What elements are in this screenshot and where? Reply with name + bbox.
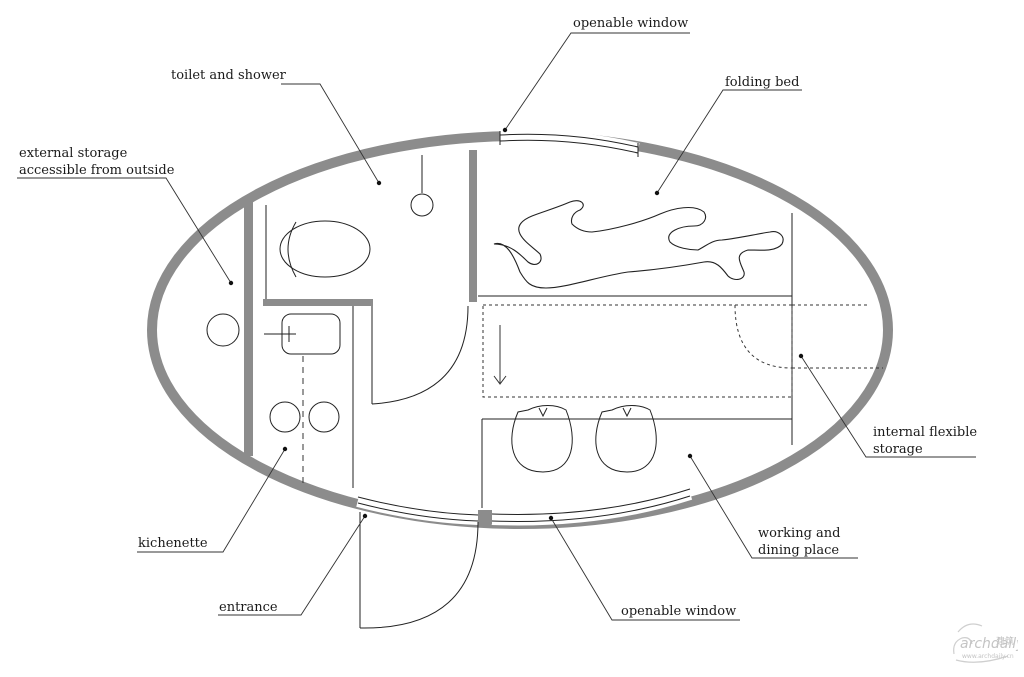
watermark-brand: archdaily xyxy=(960,636,1018,652)
dashed-extents xyxy=(482,304,883,398)
watermark-chinese: 建筑 xyxy=(996,635,1014,647)
label-internal-storage-2: storage xyxy=(873,442,923,457)
toilet-fixture xyxy=(279,220,371,278)
entrance-door xyxy=(359,512,479,629)
fold-arrow xyxy=(493,325,507,385)
label-working-dining-2: dining place xyxy=(758,543,840,558)
label-openable-window-top: openable window xyxy=(573,16,689,31)
interior-walls xyxy=(244,150,477,456)
leader-dots xyxy=(228,127,804,521)
outer-wall xyxy=(147,131,893,529)
shower-fixture xyxy=(410,155,434,217)
chairs xyxy=(511,405,657,473)
top-window xyxy=(499,130,640,157)
label-openable-window-bottom: openable window xyxy=(621,604,737,619)
label-entrance: entrance xyxy=(219,600,278,615)
partition-lines xyxy=(265,205,793,508)
bottom-window xyxy=(491,486,693,526)
door-post xyxy=(478,510,492,524)
archdaily-watermark-logo: archdaily 建筑 www.archdaily.cn xyxy=(953,623,1018,663)
label-folding-bed: folding bed xyxy=(725,75,800,90)
label-internal-storage-1: internal flexible xyxy=(873,425,978,440)
watermark-url: www.archdaily.cn xyxy=(962,653,1014,660)
sleeping-figure xyxy=(493,200,784,289)
kitchen-sink xyxy=(264,313,341,355)
label-external-storage-1: external storage xyxy=(19,146,128,161)
entrance-opening xyxy=(356,493,479,525)
label-working-dining-1: working and xyxy=(758,526,841,541)
label-toilet-and-shower: toilet and shower xyxy=(171,68,286,83)
label-kichenette: kichenette xyxy=(138,536,208,551)
label-external-storage-2: accessible from outside xyxy=(19,163,175,178)
hob-burners xyxy=(269,401,340,433)
leader-lines xyxy=(17,32,976,621)
external-storage-hatch xyxy=(206,313,240,347)
